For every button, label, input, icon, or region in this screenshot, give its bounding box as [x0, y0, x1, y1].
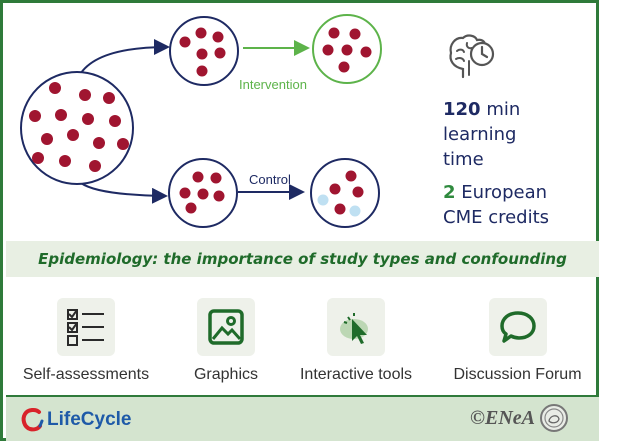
credits-number: 2 — [443, 182, 456, 203]
control-outcome-dots — [317, 170, 364, 217]
feature-list: Self-assessments Graphics Interactiv — [6, 298, 599, 393]
course-title-bar: Epidemiology: the importance of study ty… — [6, 241, 599, 277]
image-icon — [208, 309, 244, 345]
learning-time-line1: 120 min — [443, 97, 593, 122]
course-stats: 120 min learning time 2 European CME cre… — [443, 31, 593, 230]
lifecycle-swirl-icon — [21, 407, 44, 432]
enea-logo-text: ©ENeA — [470, 406, 535, 429]
feature-discussion-forum[interactable]: Discussion Forum — [436, 298, 599, 384]
control-label: Control — [249, 172, 291, 187]
feature-label: Self-assessments — [22, 366, 150, 383]
enea-logo[interactable]: ©ENeA — [470, 403, 569, 433]
cursor-click-icon — [340, 313, 368, 344]
arrow-to-control — [80, 182, 168, 204]
brain-clock-icon — [449, 34, 495, 79]
checklist-icon — [67, 309, 104, 346]
learning-minutes: 120 — [443, 99, 481, 120]
credits-line2: CME credits — [443, 207, 550, 228]
speech-bubble-icon — [499, 311, 536, 343]
population-dots — [29, 82, 129, 172]
learning-time-line2: learning — [443, 124, 517, 145]
slide-frame: Intervention Control 120 min learning ti… — [0, 0, 599, 441]
learning-unit: min — [486, 99, 521, 120]
study-design-diagram: Intervention Control — [20, 14, 382, 228]
learning-time-line3: time — [443, 149, 484, 170]
credits-label: European — [461, 182, 548, 203]
feature-label: Graphics — [193, 366, 259, 383]
feature-label: Interactive tools — [299, 366, 413, 383]
feature-interactive-tools[interactable]: Interactive tools — [286, 298, 426, 384]
credits-line1: 2 European — [443, 180, 593, 205]
control-group-dots — [179, 171, 225, 214]
lifecycle-logo[interactable]: LifeCycle — [20, 407, 131, 433]
feature-self-assessments[interactable]: Self-assessments — [6, 298, 166, 384]
footer-bar: LifeCycle ©ENeA — [6, 395, 599, 441]
intervention-outcome-dots — [322, 27, 372, 73]
enea-seal-icon — [540, 404, 568, 432]
course-title: Epidemiology: the importance of study ty… — [38, 250, 567, 268]
lifecycle-logo-text: LifeCycle — [47, 409, 132, 430]
intervention-label: Intervention — [239, 77, 307, 92]
population-circle — [20, 71, 134, 185]
feature-graphics[interactable]: Graphics — [166, 298, 286, 384]
feature-label: Discussion Forum — [453, 366, 582, 383]
intervention-group-dots — [179, 27, 226, 77]
control-outcome-circle — [310, 158, 380, 228]
